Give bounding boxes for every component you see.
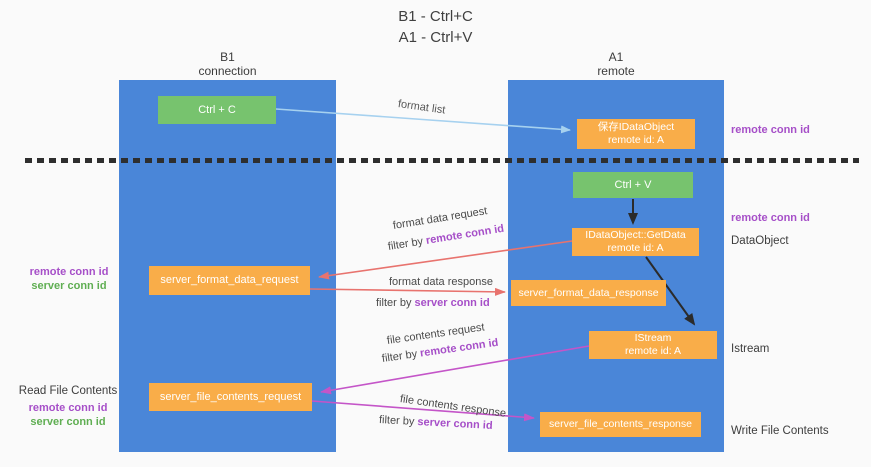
annotation-left-read-file-block: Read File Contents remote conn id server…: [13, 384, 123, 429]
annotation-write-file-contents: Write File Contents: [731, 425, 829, 437]
filter-by-text: filter by: [378, 414, 418, 429]
node-getdata-line2: remote id: A: [607, 242, 664, 254]
server-conn-id-text: server conn id: [417, 416, 493, 432]
title-line-2: A1 - Ctrl+V: [398, 29, 473, 46]
edge-label-filter-server-2: filter by server conn id: [379, 414, 493, 432]
node-ctrl-v: Ctrl + V: [573, 172, 693, 198]
filter-by-text: filter by: [387, 235, 427, 253]
node-ctrl-v-label: Ctrl + V: [614, 178, 652, 191]
annotation-dataobject: DataObject: [731, 235, 789, 247]
arrow-format-data-response: [309, 287, 506, 296]
title-line-1: B1 - Ctrl+C: [398, 8, 473, 25]
node-save-idataobject-line2: remote id: A: [607, 134, 665, 146]
node-istream-line1: IStream: [634, 332, 672, 344]
node-ctrl-c: Ctrl + C: [158, 96, 276, 124]
edge-label-format-data-response: format data response: [389, 276, 493, 288]
annotation-read-file-contents: Read File Contents: [18, 385, 118, 397]
filter-by-text: filter by: [376, 297, 415, 309]
node-file-request-label: server_file_contents_request: [159, 390, 302, 403]
node-server-file-contents-request: server_file_contents_request: [149, 383, 312, 411]
node-getdata-line1: IDataObject::GetData: [585, 229, 686, 241]
node-server-format-data-request: server_format_data_request: [149, 266, 310, 295]
phase-divider-dashed-line: [25, 158, 859, 163]
node-format-response-label: server_format_data_response: [518, 286, 659, 299]
annotation-remote-conn-id-row1: remote conn id: [731, 124, 810, 136]
annotation-istream: Istream: [731, 343, 770, 355]
node-istream-line2: remote id: A: [624, 345, 682, 357]
node-server-format-data-response: server_format_data_response: [511, 280, 666, 306]
node-save-idataobject-line1: 保存IDataObject: [597, 121, 675, 133]
lane-a1-name: A1: [608, 50, 624, 64]
node-istream: IStream remote id: A: [589, 331, 717, 359]
lane-b1-name: B1: [220, 50, 235, 64]
filter-by-text: filter by: [381, 347, 421, 365]
node-server-file-contents-response: server_file_contents_response: [540, 412, 701, 437]
server-conn-id-text: server conn id: [414, 297, 490, 309]
node-file-response-label: server_file_contents_response: [548, 418, 692, 430]
node-idataobject-getdata: IDataObject::GetData remote id: A: [572, 228, 699, 256]
lane-header-b1: B1 connection: [119, 50, 336, 78]
annotation-left-remote-conn-id-2: remote conn id: [28, 402, 108, 414]
lane-b1-role: connection: [198, 64, 257, 78]
annotation-left-conn-ids-row2: remote conn id server conn id: [21, 265, 117, 293]
lane-header-a1: A1 remote: [508, 50, 724, 78]
edge-label-format-list: format list: [397, 98, 447, 117]
node-ctrl-c-label: Ctrl + C: [198, 103, 236, 116]
diagram-title: B1 - Ctrl+C A1 - Ctrl+V: [0, 6, 871, 48]
remote-conn-id-text: remote conn id: [425, 222, 505, 247]
annotation-left-server-conn-id-1: server conn id: [31, 280, 107, 292]
lane-a1-role: remote: [597, 64, 635, 78]
edge-label-filter-server-1: filter by server conn id: [376, 297, 490, 309]
node-save-idataobject: 保存IDataObject remote id: A: [577, 119, 695, 149]
annotation-left-remote-conn-id-1: remote conn id: [29, 266, 109, 278]
annotation-left-server-conn-id-2: server conn id: [30, 416, 106, 428]
annotation-remote-conn-id-row2: remote conn id: [731, 212, 810, 224]
node-format-request-label: server_format_data_request: [160, 274, 299, 286]
